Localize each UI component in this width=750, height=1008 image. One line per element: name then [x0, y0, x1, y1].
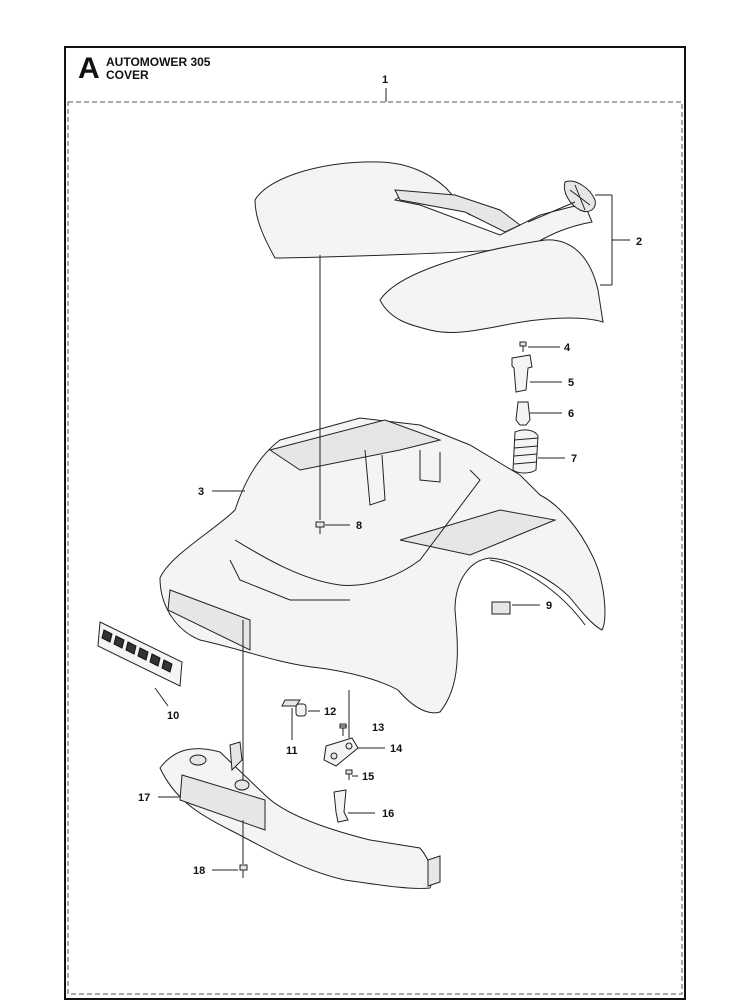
assembly-group-outline: [67, 101, 683, 995]
section-letter: A: [78, 52, 100, 85]
callout-6: 6: [568, 408, 574, 420]
diagram-frame: A AUTOMOWER 305 COVER: [64, 46, 686, 1000]
callout-17: 17: [138, 792, 150, 804]
part-hinge-13-16: [323, 723, 359, 823]
callout-1: 1: [382, 74, 388, 86]
callout-3: 3: [198, 486, 204, 498]
part-label-9: [491, 601, 511, 615]
title-block: AUTOMOWER 305 COVER: [106, 56, 210, 82]
leader-lines: [154, 194, 630, 871]
callout-15: 15: [362, 771, 374, 783]
part-stack-4-7: [511, 341, 539, 474]
body-front-panel: [167, 589, 251, 651]
callout-4: 4: [564, 342, 571, 354]
part-bumper: [159, 741, 441, 889]
part-warning-decal: [97, 621, 183, 687]
part-body: [159, 417, 606, 714]
callout-13: 13: [372, 722, 384, 734]
callout-9: 9: [546, 600, 552, 612]
part-screw-18: [239, 864, 248, 878]
part-top-cover: [254, 161, 604, 333]
callout-18: 18: [193, 865, 205, 877]
callout-7: 7: [571, 453, 577, 465]
callout-10: 10: [167, 710, 179, 722]
callout-12: 12: [324, 706, 336, 718]
callout-11: 11: [286, 745, 298, 757]
part-screw-8: [315, 521, 325, 534]
part-12: [295, 703, 307, 717]
title-line-1: AUTOMOWER 305: [106, 55, 211, 69]
callout-2: 2: [636, 236, 642, 248]
callout-5: 5: [568, 377, 574, 389]
body-rear-rib: [399, 509, 557, 556]
callout-16: 16: [382, 808, 394, 820]
title-line-2: COVER: [106, 68, 149, 82]
body-top-rib: [268, 419, 442, 471]
callout-14: 14: [390, 743, 403, 755]
callout-8: 8: [356, 520, 362, 532]
